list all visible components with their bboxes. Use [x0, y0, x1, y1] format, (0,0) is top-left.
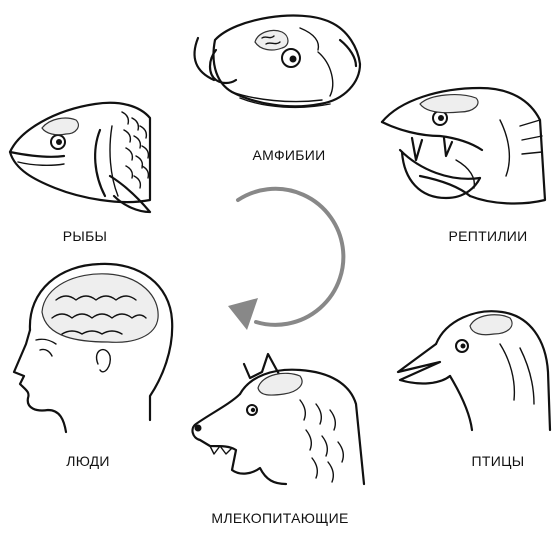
label-reptiles: РЕПТИЛИИ — [448, 228, 527, 244]
fish-head-illustration — [10, 103, 150, 212]
arrowhead-icon — [228, 298, 258, 330]
reptile-head-illustration — [382, 88, 545, 203]
amphibian-head-illustration — [195, 16, 360, 108]
label-amphibians: АМФИБИИ — [253, 147, 326, 163]
bird-head-illustration — [398, 311, 550, 430]
label-birds: ПТИЦЫ — [472, 453, 525, 469]
mammal-head-illustration — [193, 354, 364, 484]
cycle-arrow — [228, 189, 343, 330]
label-fish: РЫБЫ — [63, 228, 108, 244]
human-head-illustration — [14, 264, 172, 432]
label-mammals: МЛЕКОПИТАЮЩИЕ — [211, 510, 348, 526]
label-humans: ЛЮДИ — [66, 453, 109, 469]
